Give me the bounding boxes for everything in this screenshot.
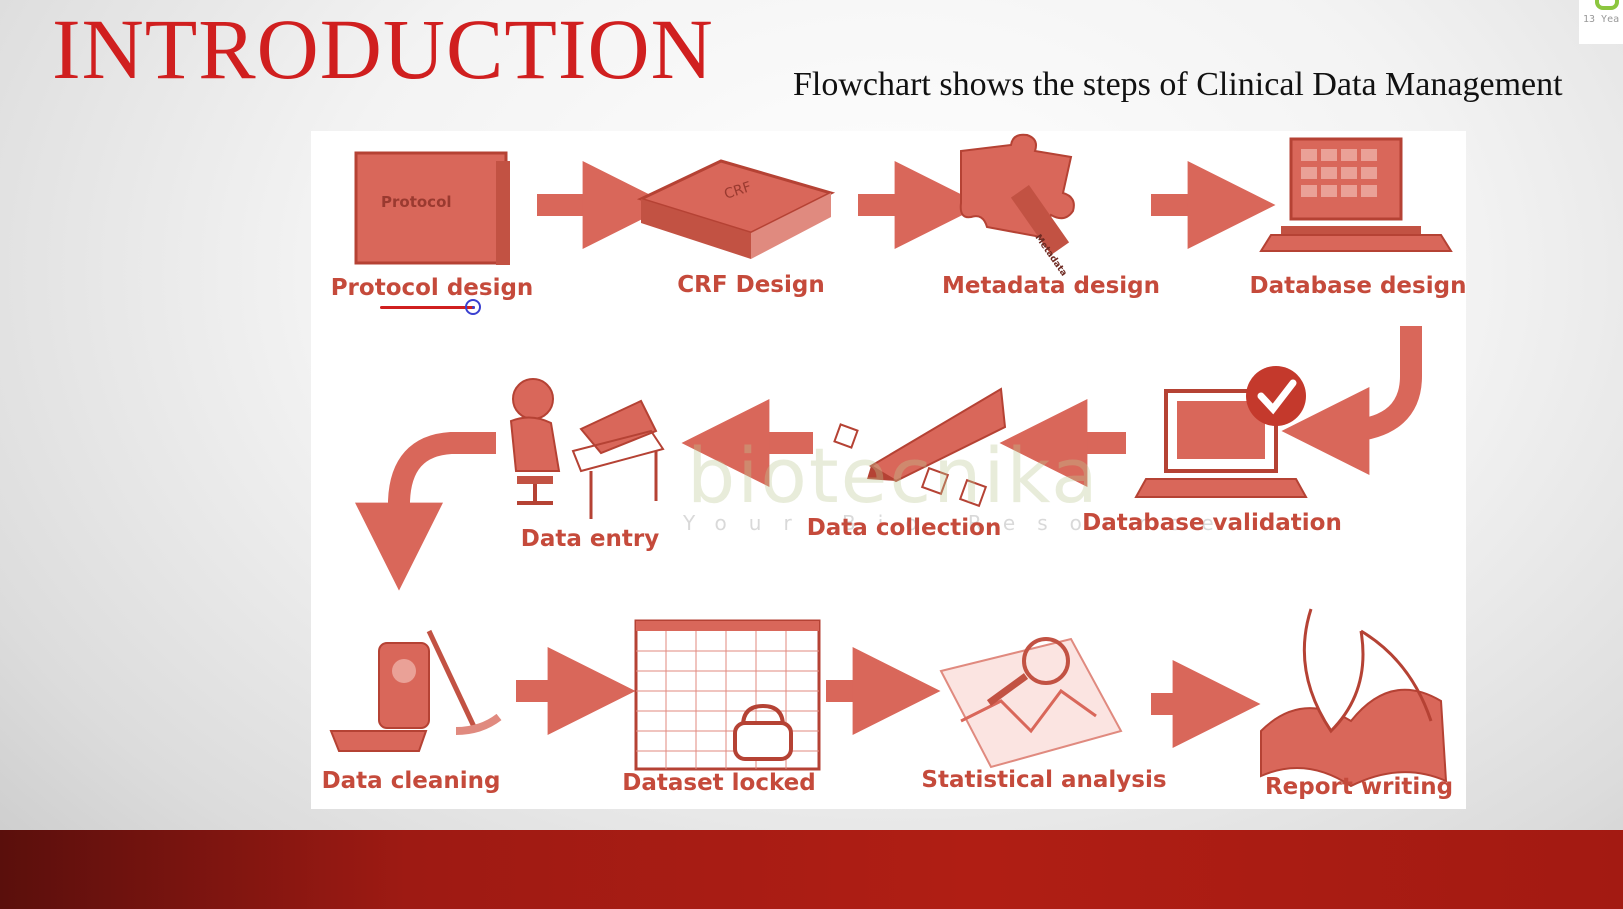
pointer-cursor-icon — [465, 299, 481, 315]
biotecnika-watermark-tagline: Your Bio Resource — [683, 511, 1236, 535]
report-pages-icon — [1260, 608, 1448, 788]
step-label-data-collection: Data collection — [806, 515, 1002, 541]
arrow-database-to-validation — [1281, 326, 1422, 475]
annotation-underline — [380, 306, 475, 309]
binder-icon-text: Protocol — [381, 193, 452, 211]
step-label-database-design: Database design — [1249, 273, 1467, 299]
magnifier-chart-icon — [939, 637, 1123, 769]
step-label-data-cleaning: Data cleaning — [321, 768, 501, 794]
arrow-entry-to-cleaning — [355, 432, 496, 591]
step-label-crf-design: CRF Design — [677, 272, 825, 298]
step-label-protocol-design: Protocol design — [330, 275, 534, 301]
binder-icon: Protocol — [354, 151, 510, 265]
step-label-data-entry: Data entry — [520, 526, 660, 552]
flowchart-graphics: Protocol CRF Metadata — [329, 133, 1453, 788]
person-at-desk-icon — [509, 378, 665, 519]
cleaning-bucket-icon — [329, 629, 502, 752]
slide-subtitle: Flowchart shows the steps of Clinical Da… — [793, 66, 1563, 103]
step-label-database-validation: Database validation — [1082, 510, 1342, 536]
logo-mark-icon — [1595, 0, 1619, 10]
puzzle-piece-icon: Metadata — [959, 133, 1075, 278]
step-label-dataset-locked: Dataset locked — [622, 770, 816, 796]
pencil-checklist-icon — [833, 387, 1007, 508]
book-icon: CRF — [636, 159, 836, 259]
corner-logo: 13 Yea — [1579, 0, 1623, 44]
biotecnika-watermark: biotecnika — [687, 431, 1100, 520]
step-label-statistical-analysis: Statistical analysis — [921, 767, 1167, 793]
step-label-report-writing: Report writing — [1264, 774, 1454, 800]
slide-title: INTRODUCTION — [52, 1, 714, 97]
corner-logo-text: 13 Yea — [1583, 14, 1620, 25]
computer-check-icon — [1134, 366, 1308, 498]
slide-footer-bar — [0, 830, 1623, 909]
flowchart-panel: Protocol CRF Metadata — [311, 131, 1466, 809]
locked-spreadsheet-icon — [634, 619, 821, 771]
computer-icon — [1259, 137, 1453, 252]
step-label-metadata-design: Metadata design — [942, 273, 1160, 299]
